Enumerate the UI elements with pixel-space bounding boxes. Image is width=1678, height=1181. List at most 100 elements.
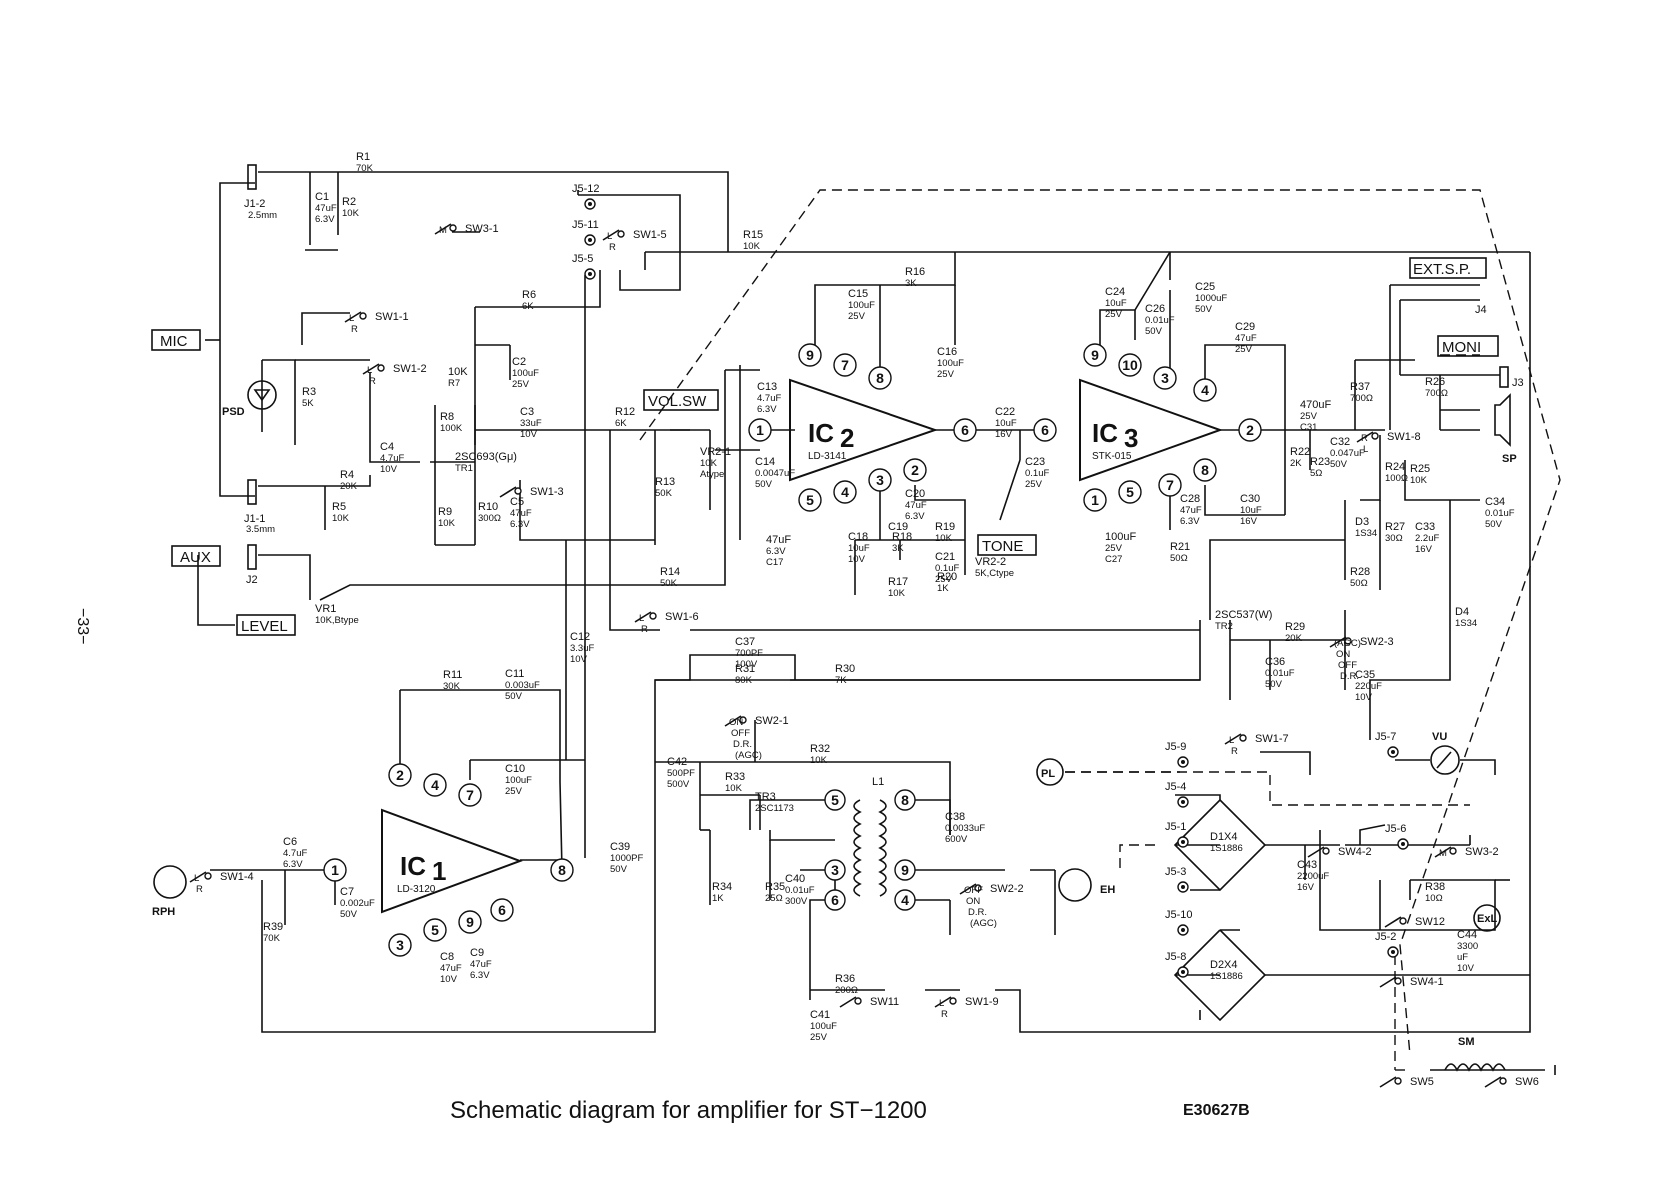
ic1-pin-label: 1 xyxy=(331,862,339,878)
component-text: C44 xyxy=(1457,929,1477,941)
switch-text: SW11 xyxy=(870,996,899,1008)
component-text: 20K xyxy=(340,481,358,492)
switch-text: D.R. xyxy=(968,907,987,918)
jack-j5-5: J5-5 xyxy=(572,253,596,280)
ic2-pin-1: 1 xyxy=(748,418,772,442)
ic2-pin-circle xyxy=(953,418,977,442)
component-text: R37 xyxy=(1350,381,1370,393)
ic2-pin-label: 9 xyxy=(806,347,814,363)
switch-text: ON xyxy=(966,896,980,907)
component-l1: L1 xyxy=(872,776,884,788)
ic2-pin-label: 1 xyxy=(756,422,764,438)
ic2-pin-circle xyxy=(868,468,892,492)
component-text: 30K xyxy=(443,681,461,692)
ic2-pin-circle xyxy=(833,353,857,377)
ic1-pin-circle xyxy=(423,773,447,797)
component-text: C41 xyxy=(810,1009,830,1021)
ic2-pin-circle xyxy=(798,488,822,512)
ic2-pin-6: 6 xyxy=(953,418,977,442)
page-number: −33− xyxy=(74,608,91,644)
switch-text: OFF xyxy=(1338,660,1357,671)
jack-terminal-dot xyxy=(1181,928,1185,932)
switch-contact xyxy=(449,224,457,232)
component-text: R1 xyxy=(356,151,370,163)
component-text: 2SC1173 xyxy=(755,803,794,814)
jack-label: J5-6 xyxy=(1385,823,1406,835)
component-text: 25V xyxy=(810,1032,828,1043)
component-text: C35 xyxy=(1355,669,1375,681)
jack-j5-3: J5-3 xyxy=(1165,866,1189,893)
ic1-num: 1 xyxy=(432,856,446,886)
component-text: R14 xyxy=(660,566,680,578)
component-text: 220uF xyxy=(1355,681,1382,692)
switch-text: L xyxy=(607,231,612,242)
connector-symbols: J1-2 2.5mm J1-1 3.5mm J2 J3 J4 RPH EH SP… xyxy=(152,164,1524,1072)
component-text: 2200uF xyxy=(1297,871,1329,882)
switch-text: L xyxy=(367,365,372,376)
component-text: 16V xyxy=(1240,516,1258,527)
switch-sw1-9: SW1-9LR xyxy=(934,996,999,1020)
component-text: TR3 xyxy=(755,791,776,803)
ic2-block: IC 2 LD-3141 xyxy=(789,378,939,482)
switch-blade xyxy=(362,363,380,375)
ic1-pin-4: 4 xyxy=(423,773,447,797)
coil-pin-circle xyxy=(824,789,846,811)
component-text: R18 xyxy=(892,531,912,543)
component-text: 7K xyxy=(835,675,847,686)
ic1-pin-circle xyxy=(388,763,412,787)
switch-text: (AGC) xyxy=(735,750,762,761)
component-text: C27 xyxy=(1105,554,1122,565)
switch-text: R xyxy=(1361,433,1368,444)
component-text: C37 xyxy=(735,636,755,648)
component-text: 80K xyxy=(735,675,753,686)
switch-sw1-2: SW1-2LR xyxy=(362,363,427,387)
jack-terminal-dot xyxy=(1181,885,1185,889)
component-text: 100uF xyxy=(512,368,539,379)
switch-blade xyxy=(1379,1076,1397,1088)
component-text: uF xyxy=(1457,952,1468,963)
tone-label: TONE xyxy=(982,538,1023,555)
component-text: 0.0033uF xyxy=(945,823,985,834)
switch-blade xyxy=(1384,916,1402,928)
ic3-pin-label: 10 xyxy=(1122,357,1138,373)
component-text: R7 xyxy=(448,378,460,389)
component-text: 16V xyxy=(995,429,1013,440)
component-text: 50V xyxy=(1330,459,1348,470)
ic1-pin-1: 1 xyxy=(323,858,347,882)
component-text: R25 xyxy=(1410,463,1430,475)
component-text: 47uF xyxy=(1235,333,1257,344)
component-text: 50V xyxy=(1485,519,1503,530)
switch-text: SW1-8 xyxy=(1387,431,1421,443)
component-text: 47uF xyxy=(1180,505,1202,516)
component-text: 25V xyxy=(505,786,523,797)
jack-label: J5-9 xyxy=(1165,741,1186,753)
component-text: 25Ω xyxy=(765,893,783,904)
jack-terminal-dot xyxy=(1391,750,1395,754)
component-text: C34 xyxy=(1485,496,1505,508)
component-text: C42 xyxy=(667,756,687,768)
component-text: R4 xyxy=(340,469,354,481)
jack-labels: J5-12J5-11J5-5J5-9J5-4J5-1J5-3J5-10J5-8J… xyxy=(572,183,1409,978)
ic2-pin-circle xyxy=(798,343,822,367)
component-text: R20 xyxy=(937,571,957,583)
switch-sw1-6: SW1-6LR xyxy=(634,611,699,635)
component-text: R29 xyxy=(1285,621,1305,633)
ic3-pin-5: 5 xyxy=(1118,480,1142,504)
switch-text: SW1-5 xyxy=(633,229,667,241)
component-text: 10K xyxy=(725,783,743,794)
switch-text: SW1-4 xyxy=(220,871,254,883)
component-text: 0.01uF xyxy=(785,885,815,896)
